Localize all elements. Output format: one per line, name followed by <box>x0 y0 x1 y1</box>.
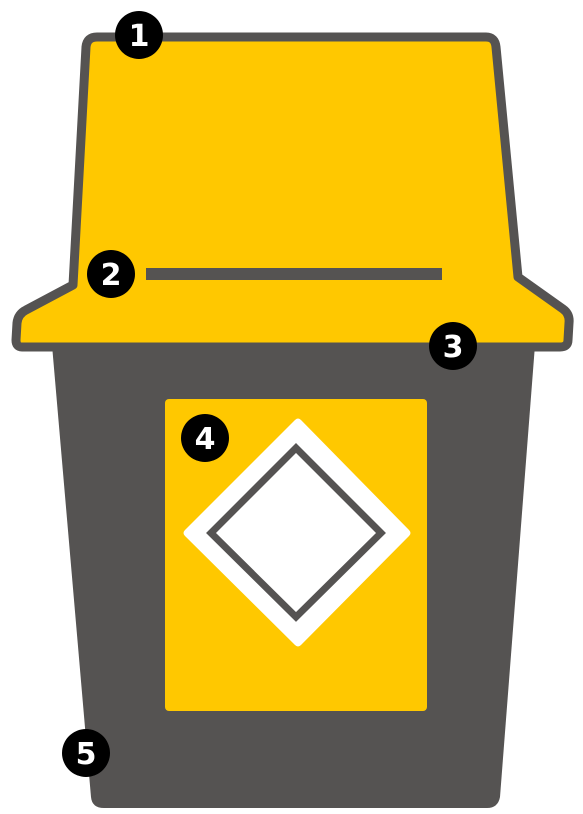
callout-label: 1 <box>129 19 150 54</box>
callout-label: 4 <box>195 422 216 457</box>
callout-marker-3: 3 <box>429 322 477 370</box>
callout-marker-2: 2 <box>87 250 135 298</box>
callout-label: 3 <box>443 330 464 365</box>
callout-marker-1: 1 <box>115 11 163 59</box>
callout-label: 5 <box>76 737 97 772</box>
disposal-slot <box>146 268 442 280</box>
callout-marker-4: 4 <box>181 414 229 462</box>
callout-marker-5: 5 <box>62 729 110 777</box>
callout-label: 2 <box>101 258 122 293</box>
container-lid <box>16 37 569 347</box>
